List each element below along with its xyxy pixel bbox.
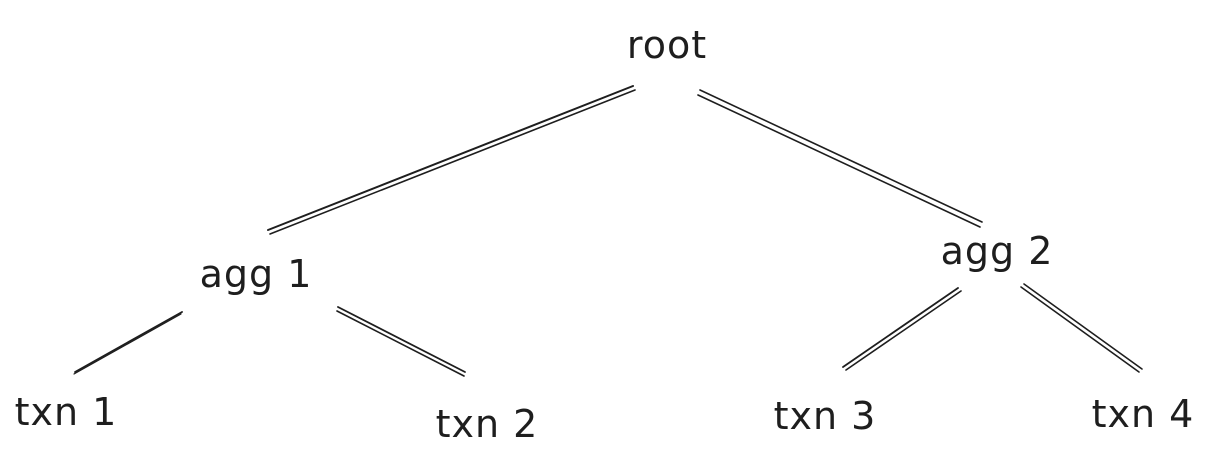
edge-agg2-txn4 — [1020, 283, 1143, 373]
edge-agg1-txn1 — [73, 311, 183, 375]
node-root: root — [627, 23, 707, 67]
node-agg2: agg 2 — [941, 229, 1054, 273]
node-txn3: txn 3 — [774, 394, 877, 438]
edge-agg1-txn2 — [336, 306, 466, 377]
node-agg1: agg 1 — [200, 252, 313, 296]
edge-root-agg1 — [267, 85, 636, 235]
node-txn2: txn 2 — [436, 402, 539, 446]
node-txn4: txn 4 — [1092, 392, 1195, 436]
edge-root-agg2 — [697, 89, 983, 228]
node-txn1: txn 1 — [15, 390, 118, 434]
edge-agg2-txn3 — [842, 287, 962, 371]
